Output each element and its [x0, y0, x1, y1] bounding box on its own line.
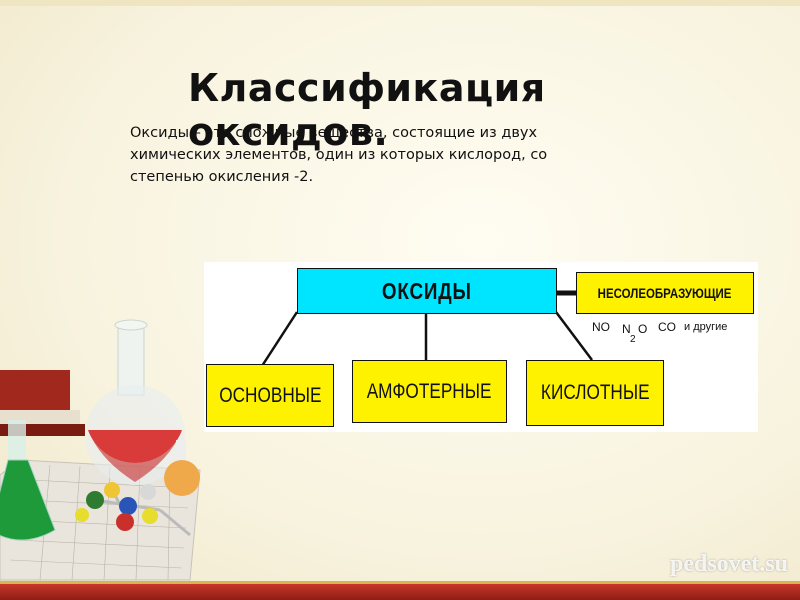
molecule-model-image [75, 482, 191, 537]
oxides-root-box: ОКСИДЫ [297, 268, 557, 314]
example-n2o-n: N [622, 322, 631, 336]
non-salt-forming-examples: NO N 2 O CO и другие [592, 320, 762, 352]
non-salt-forming-label: НЕСОЛЕОБРАЗУЮЩИЕ [598, 285, 732, 301]
example-n2o-o: O [638, 322, 648, 336]
orange-flask-image [164, 440, 200, 496]
diagram-connectors [260, 290, 593, 367]
slide-title: Классификация оксидов. [188, 66, 546, 154]
oxide-classification-diagram: ОКСИДЫ НЕСОЛЕОБРАЗУЮЩИЕ NO N 2 O CO и др… [204, 262, 758, 432]
example-n2o-subscript: 2 [630, 334, 636, 345]
amphoteric-oxides-box: АМФОТЕРНЫЕ [352, 360, 507, 423]
red-flask-image [85, 319, 185, 485]
slide-frame-bottom-line [0, 581, 800, 584]
example-others: и другие [684, 321, 728, 333]
non-salt-forming-box: НЕСОЛЕОБРАЗУЮЩИЕ [576, 272, 754, 314]
oxides-root-label: ОКСИДЫ [382, 277, 472, 304]
green-flask-image [0, 420, 56, 541]
connector-root-basic [260, 311, 299, 367]
basic-oxides-box: ОСНОВНЫЕ [206, 364, 334, 427]
pedsovet-watermark: pedsovet.su [669, 551, 788, 577]
lab-glassware-illustration [0, 319, 201, 581]
acidic-oxides-box: КИСЛОТНЫЕ [526, 360, 664, 426]
slide-frame-bottom [0, 584, 800, 600]
amphoteric-oxides-label: АМФОТЕРНЫЕ [367, 379, 492, 403]
acidic-oxides-label: КИСЛОТНЫЕ [540, 381, 650, 404]
books-image [0, 370, 85, 436]
slide-frame-top [0, 0, 800, 6]
oxide-definition: Оксиды – это сложные вещества, состоящие… [130, 125, 548, 185]
example-no: NO [592, 320, 610, 334]
example-co: CO [658, 320, 676, 334]
basic-oxides-label: ОСНОВНЫЕ [218, 383, 322, 407]
connector-root-acidic [555, 311, 593, 361]
